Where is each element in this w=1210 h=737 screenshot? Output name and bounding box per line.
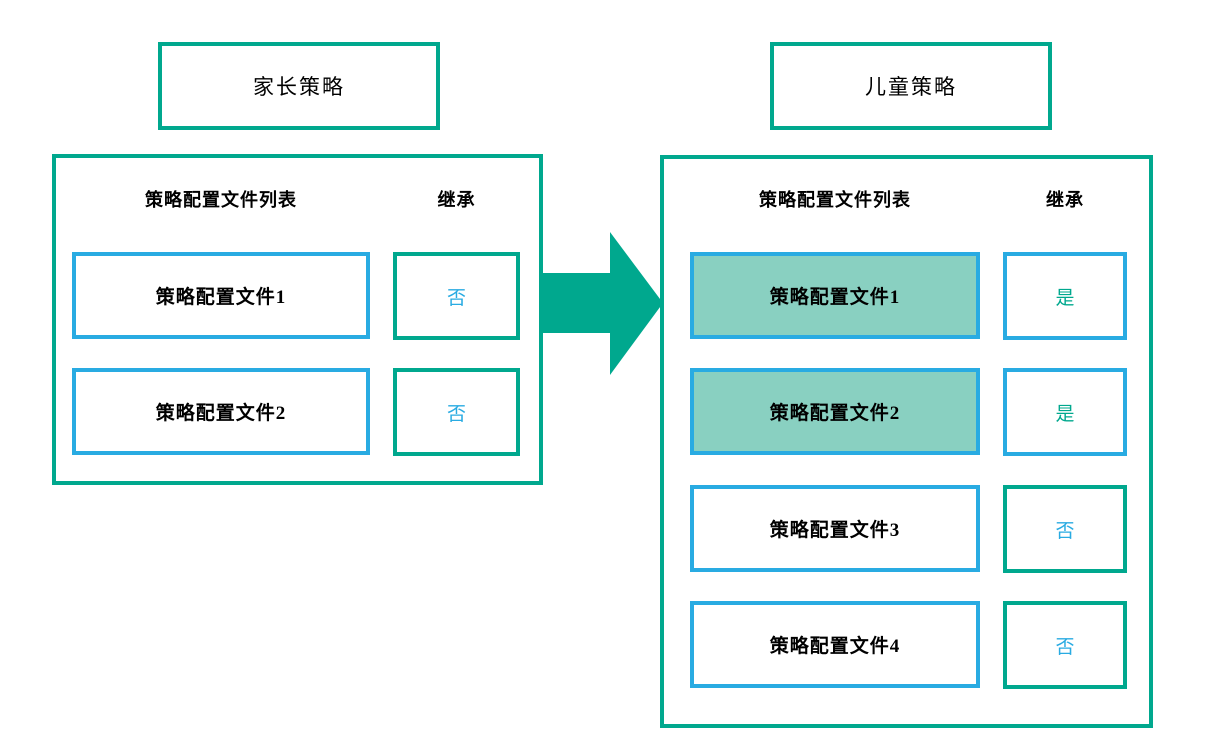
parent-policy-title-box: 家长策略 [158,42,440,130]
child-inheritance-box-2: 是 [1003,368,1127,456]
parent-policy-title: 家长策略 [253,75,345,99]
child-inheritance-box-1: 是 [1003,252,1127,340]
child-profile-label: 策略配置文件3 [769,520,901,541]
child-inheritance-value: 是 [1055,403,1075,425]
child-profile-label: 策略配置文件2 [769,403,901,424]
inheritance-arrow-icon [543,232,663,375]
child-inheritance-box-3: 否 [1003,485,1127,573]
child-profile-box-1: 策略配置文件1 [690,252,980,339]
child-profile-box-3: 策略配置文件3 [690,485,980,572]
child-policy-title: 儿童策略 [865,75,957,99]
parent-profile-label: 策略配置文件1 [155,287,287,308]
parent-profile-label: 策略配置文件2 [155,403,287,424]
child-inheritance-column-header: 继承 [1046,190,1084,210]
parent-inheritance-value: 否 [446,403,466,425]
child-policy-title-box: 儿童策略 [770,42,1052,130]
child-inheritance-box-4: 否 [1003,601,1127,689]
child-inheritance-value: 是 [1055,287,1075,309]
parent-inheritance-box-2: 否 [393,368,520,456]
child-inheritance-value: 否 [1055,520,1075,542]
parent-inheritance-column-header: 继承 [437,190,476,210]
parent-profiles-column-header: 策略配置文件列表 [145,190,297,210]
child-inheritance-value: 否 [1055,636,1075,658]
child-profile-label: 策略配置文件4 [769,636,901,657]
child-profiles-column-header: 策略配置文件列表 [759,190,911,210]
parent-profile-box-1: 策略配置文件1 [72,252,370,339]
parent-profile-box-2: 策略配置文件2 [72,368,370,455]
child-profile-box-2: 策略配置文件2 [690,368,980,455]
child-profile-box-4: 策略配置文件4 [690,601,980,688]
child-profile-label: 策略配置文件1 [769,287,901,308]
parent-inheritance-box-1: 否 [393,252,520,340]
parent-inheritance-value: 否 [446,287,466,309]
